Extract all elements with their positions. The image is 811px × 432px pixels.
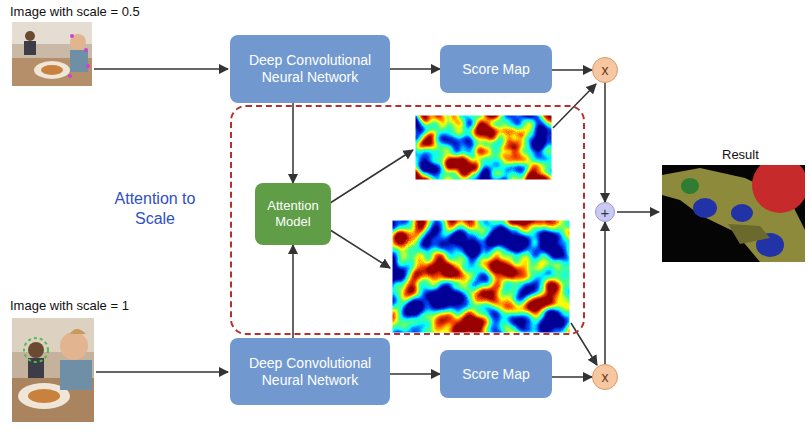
node-label: Attention Model	[259, 198, 327, 229]
input-photo	[12, 22, 92, 86]
connector	[390, 373, 440, 375]
input-photo	[12, 318, 94, 422]
attention-heatmap	[392, 220, 570, 333]
connector	[552, 69, 592, 71]
connector	[604, 83, 606, 202]
node-label: x	[602, 62, 609, 78]
attention-heatmap	[415, 115, 552, 180]
image-caption: Image with scale = 0.5	[10, 4, 140, 19]
attention-region: Attention to ScaleAttention Model	[230, 105, 585, 335]
connector	[390, 68, 440, 70]
node-label: Score Map	[462, 61, 530, 78]
connector	[292, 245, 294, 338]
flow-arrow	[94, 69, 659, 372]
sum-circle: +	[595, 202, 615, 222]
connector	[604, 222, 606, 364]
node-label: Deep Convolutional Neural Network	[238, 355, 382, 389]
result-caption: Result	[722, 147, 759, 162]
multiply-circle: x	[592, 364, 618, 390]
node-label: Deep Convolutional Neural Network	[238, 52, 382, 86]
connector	[292, 103, 294, 183]
score-map-box: Score Map	[440, 45, 552, 93]
attention-box: Attention Model	[255, 183, 331, 245]
score-map-box: Score Map	[440, 350, 552, 398]
node-label: Score Map	[462, 366, 530, 383]
process-box: Deep Convolutional Neural Network	[230, 35, 390, 103]
multiply-circle: x	[592, 57, 618, 83]
node-label: +	[601, 205, 610, 220]
connector	[552, 376, 592, 378]
result-segmentation	[662, 165, 805, 262]
region-heading: Attention to Scale	[100, 189, 210, 229]
image-caption: Image with scale = 1	[10, 298, 129, 313]
node-label: x	[602, 369, 609, 385]
process-box: Deep Convolutional Neural Network	[230, 338, 390, 405]
